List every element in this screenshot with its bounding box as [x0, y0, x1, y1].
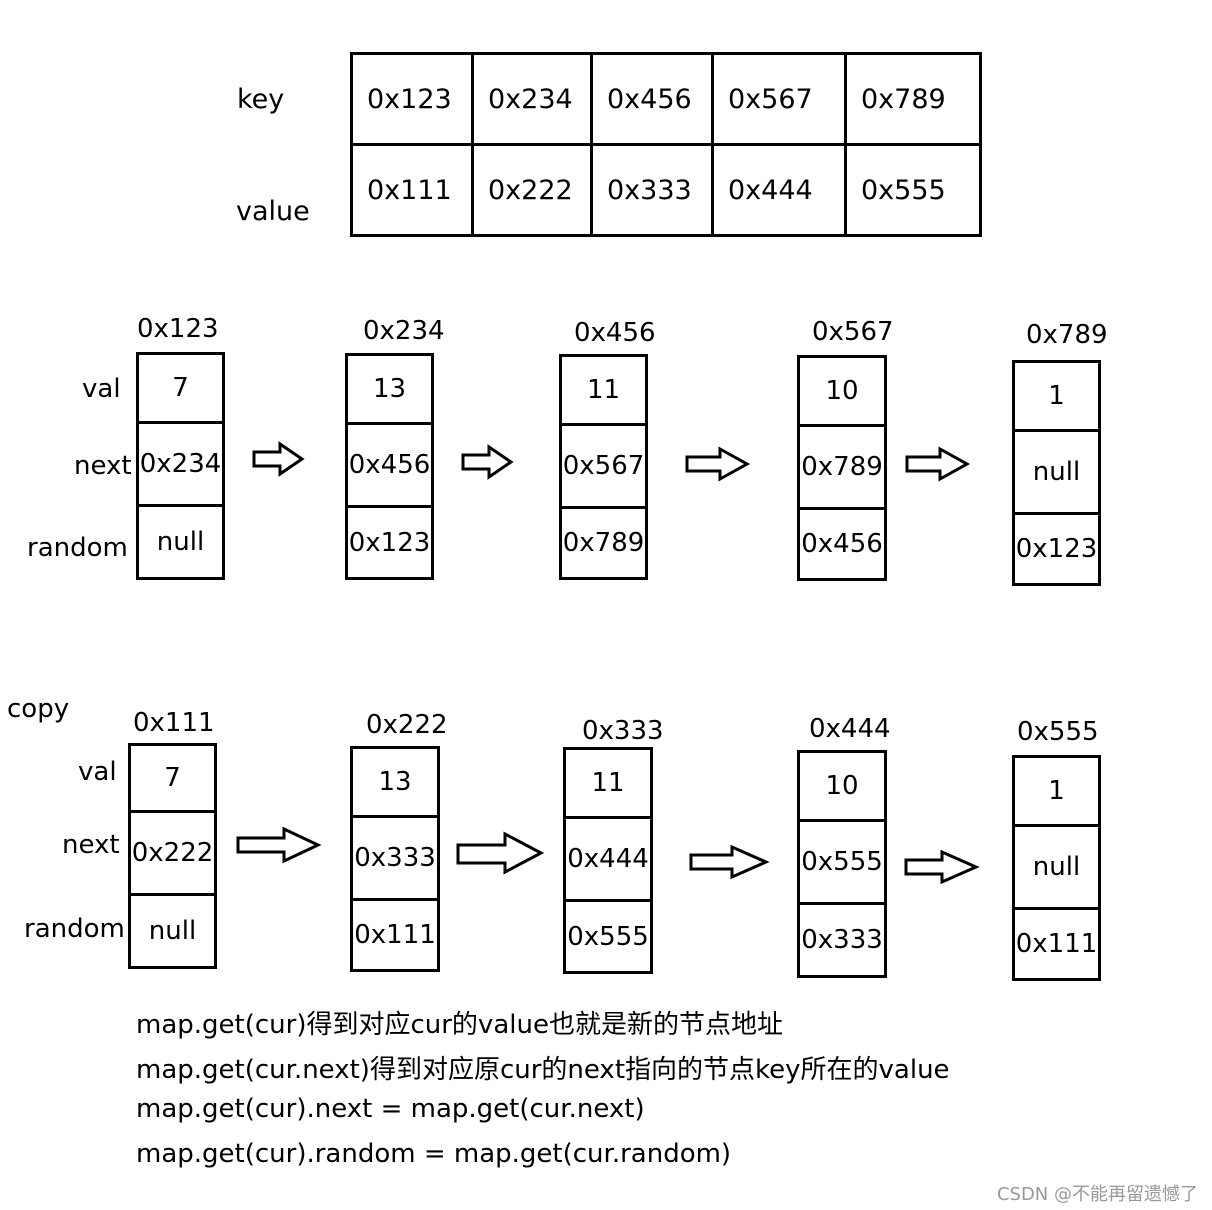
node-address: 0x234 [363, 316, 445, 346]
next-arrow-icon [252, 441, 305, 477]
map-value-cell: 0x555 [844, 143, 982, 237]
node-address: 0x123 [137, 314, 219, 344]
note-line: map.get(cur.next)得到对应原cur的next指向的节点key所在… [136, 1055, 950, 1085]
next-arrow-icon [685, 446, 751, 482]
node-address: 0x111 [133, 708, 215, 738]
map-value-label: value [236, 196, 310, 227]
map-value-row: 0x111 0x222 0x333 0x444 0x555 [350, 143, 982, 237]
node-val-cell: 11 [586, 375, 621, 405]
node-val-cell: 10 [825, 376, 859, 406]
original-node: 1 null 0x123 [1012, 360, 1101, 586]
node-next-cell: 0x567 [562, 423, 645, 506]
next-arrow-icon [456, 831, 545, 875]
node-next-cell: 0x555 [800, 819, 884, 902]
node-val-cell: 13 [378, 767, 412, 797]
copy-label: copy [7, 694, 70, 724]
node-address: 0x456 [574, 318, 656, 348]
node-address: 0x789 [1026, 320, 1108, 350]
original-val-label: val [82, 374, 121, 404]
note-line: map.get(cur).next = map.get(cur.next) [136, 1094, 645, 1124]
node-next-cell: 0x456 [348, 422, 431, 505]
hash-map-table: 0x123 0x234 0x456 0x567 0x789 0x111 0x22… [350, 52, 982, 237]
node-address: 0x444 [809, 714, 891, 744]
node-val-cell: 1 [1048, 381, 1065, 411]
node-address: 0x333 [582, 716, 664, 746]
original-next-label: next [74, 451, 132, 481]
original-node: 7 0x234 null [136, 352, 225, 580]
node-random-cell: 0x456 [800, 507, 884, 578]
next-arrow-icon [905, 446, 971, 482]
node-next-cell: null [1015, 824, 1098, 907]
map-key-row: 0x123 0x234 0x456 0x567 0x789 [350, 52, 982, 146]
node-random-cell: null [139, 504, 222, 577]
original-node: 13 0x456 0x123 [345, 353, 434, 580]
copy-node: 10 0x555 0x333 [797, 750, 887, 978]
node-next-cell: 0x333 [353, 815, 437, 898]
node-random-cell: 0x111 [353, 898, 437, 969]
copy-next-label: next [62, 830, 120, 860]
note-line: map.get(cur)得到对应cur的value也就是新的节点地址 [136, 1010, 783, 1040]
map-key-cell: 0x123 [350, 52, 474, 146]
map-key-cell: 0x234 [471, 52, 593, 146]
map-key-cell: 0x456 [590, 52, 714, 146]
original-node: 11 0x567 0x789 [559, 354, 648, 580]
next-arrow-icon [904, 849, 980, 885]
copy-node: 7 0x222 null [128, 743, 217, 969]
map-value-cell: 0x333 [590, 143, 714, 237]
next-arrow-icon [689, 844, 770, 880]
node-val-cell: 7 [172, 373, 189, 403]
node-address: 0x555 [1017, 717, 1099, 747]
node-address: 0x222 [366, 710, 448, 740]
map-key-cell: 0x567 [711, 52, 847, 146]
node-val-cell: 1 [1048, 776, 1065, 806]
next-arrow-icon [236, 826, 322, 864]
map-value-cell: 0x444 [711, 143, 847, 237]
watermark: CSDN @不能再留遗憾了 [996, 1184, 1198, 1205]
map-value-cell: 0x111 [350, 143, 474, 237]
copy-random-label: random [24, 914, 125, 944]
node-next-cell: 0x789 [800, 424, 884, 507]
node-next-cell: 0x234 [139, 421, 222, 504]
node-random-cell: null [131, 893, 214, 966]
node-address: 0x567 [812, 317, 894, 347]
next-arrow-icon [461, 444, 514, 480]
copy-node: 13 0x333 0x111 [350, 746, 440, 972]
node-random-cell: 0x111 [1015, 907, 1098, 978]
original-random-label: random [27, 533, 128, 563]
map-key-cell: 0x789 [844, 52, 982, 146]
node-val-cell: 7 [164, 763, 181, 793]
node-random-cell: 0x555 [566, 899, 650, 971]
note-line: map.get(cur).random = map.get(cur.random… [136, 1139, 732, 1169]
copy-node: 11 0x444 0x555 [563, 747, 653, 974]
node-val-cell: 10 [825, 771, 859, 801]
node-val-cell: 11 [591, 768, 625, 798]
node-random-cell: 0x123 [348, 505, 431, 577]
node-random-cell: 0x789 [562, 506, 645, 577]
copy-node: 1 null 0x111 [1012, 755, 1101, 981]
node-next-cell: 0x444 [566, 816, 650, 899]
node-random-cell: 0x123 [1015, 512, 1098, 583]
node-val-cell: 13 [372, 374, 407, 404]
node-next-cell: null [1015, 429, 1098, 512]
node-next-cell: 0x222 [131, 810, 214, 893]
map-key-label: key [237, 84, 285, 115]
original-node: 10 0x789 0x456 [797, 355, 887, 581]
map-value-cell: 0x222 [471, 143, 593, 237]
node-random-cell: 0x333 [800, 902, 884, 975]
copy-val-label: val [78, 757, 117, 787]
